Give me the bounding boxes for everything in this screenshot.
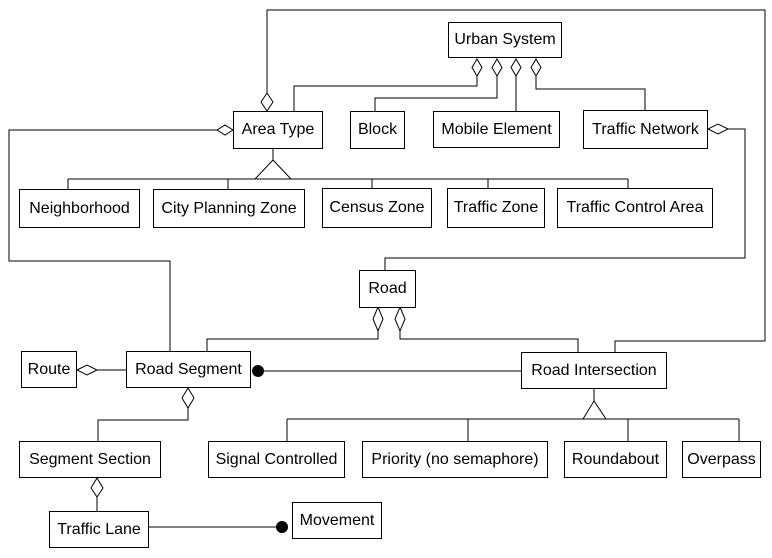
edge-line	[97, 408, 189, 441]
edge-urban-system-block	[374, 58, 503, 111]
filled-dot-icon	[276, 521, 288, 533]
edge-road-intersection-generalization	[286, 389, 740, 442]
aggregation-diamond-icon	[471, 58, 483, 77]
edge-line	[399, 331, 579, 352]
edge-route-road-segment	[75, 364, 126, 376]
edge-road-segment-segment-section	[97, 387, 195, 441]
node-block: Block	[350, 111, 405, 149]
edge-line	[8, 129, 217, 351]
edge-traffic-network-road	[384, 123, 746, 270]
node-city-planning-zone: City Planning Zone	[153, 189, 305, 228]
node-traffic-lane: Traffic Lane	[49, 511, 149, 548]
node-neighborhood: Neighborhood	[19, 189, 140, 228]
aggregation-diamond-icon	[216, 124, 234, 136]
edge-line	[266, 9, 766, 352]
edge-road-road-intersection	[394, 305, 579, 352]
edge-line	[293, 76, 478, 111]
edge-urban-system-traffic-network	[530, 58, 646, 110]
node-overpass: Overpass	[682, 441, 761, 478]
node-priority-no-semaphore: Priority (no semaphore)	[362, 441, 548, 478]
aggregation-diamond-icon	[372, 305, 384, 333]
node-traffic-network: Traffic Network	[583, 110, 708, 149]
node-traffic-zone: Traffic Zone	[447, 188, 545, 228]
node-census-zone: Census Zone	[322, 188, 432, 228]
generalization-triangle-icon	[582, 400, 607, 420]
edge-urban-system-area-type	[293, 58, 483, 111]
aggregation-diamond-icon	[491, 58, 503, 77]
node-road: Road	[359, 270, 416, 308]
edge-traffic-lane-movement	[149, 521, 288, 533]
edge-road-segment-road-intersection	[252, 365, 521, 377]
edge-line	[374, 76, 498, 111]
node-signal-controlled: Signal Controlled	[208, 441, 345, 478]
node-movement: Movement	[292, 502, 382, 539]
generalization-triangle-icon	[253, 159, 293, 180]
edge-area-type-road-intersection	[260, 9, 766, 352]
aggregation-diamond-icon	[260, 92, 274, 112]
node-traffic-control-area: Traffic Control Area	[557, 188, 713, 228]
node-road-segment: Road Segment	[126, 351, 251, 388]
aggregation-diamond-icon	[394, 305, 406, 333]
edge-line	[384, 128, 746, 270]
edge-line	[206, 331, 379, 351]
node-mobile-element: Mobile Element	[433, 111, 560, 148]
edge-area-type-generalization	[67, 149, 629, 190]
node-segment-section: Segment Section	[19, 441, 161, 478]
filled-dot-icon	[252, 365, 264, 377]
edge-area-type-road-segment	[8, 124, 234, 351]
edge-line	[535, 76, 646, 110]
node-road-intersection: Road Intersection	[521, 352, 667, 389]
node-area-type: Area Type	[233, 111, 323, 149]
aggregation-diamond-icon	[530, 58, 542, 77]
aggregation-diamond-icon	[90, 477, 104, 498]
aggregation-diamond-icon	[706, 123, 730, 135]
edge-road-road-segment	[206, 305, 384, 351]
edge-segment-section-traffic-lane	[90, 477, 104, 511]
node-urban-system: Urban System	[448, 22, 562, 58]
aggregation-diamond-icon	[75, 364, 99, 376]
edge-urban-system-mobile-element	[510, 58, 522, 111]
aggregation-diamond-icon	[510, 58, 522, 77]
node-roundabout: Roundabout	[564, 441, 667, 478]
node-route: Route	[21, 351, 77, 388]
aggregation-diamond-icon	[181, 387, 195, 409]
